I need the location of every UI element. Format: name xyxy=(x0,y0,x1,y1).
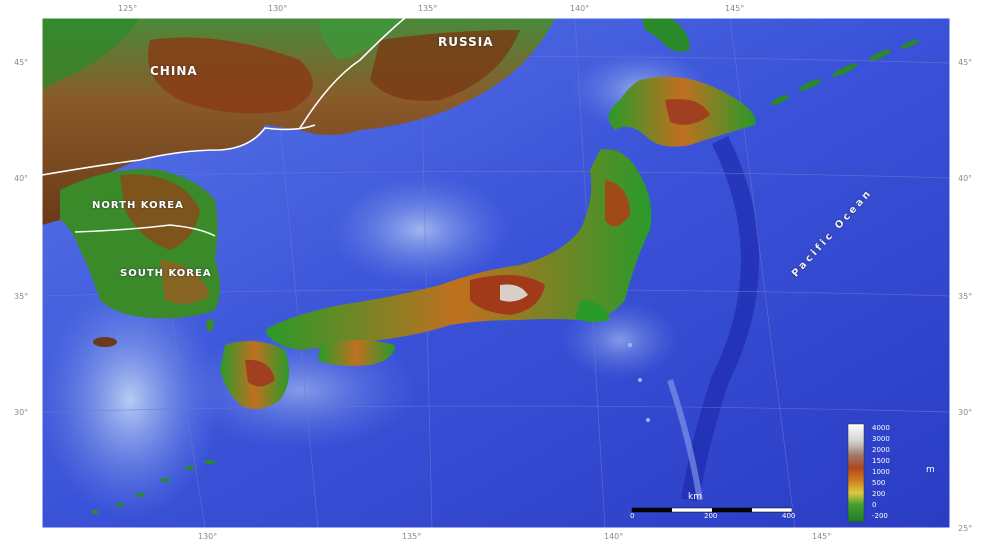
scale-tick: 0 xyxy=(630,512,635,520)
legend-entry: 200 xyxy=(872,490,886,498)
lat-tick-right: 30° xyxy=(958,408,973,417)
lat-tick-left: 30° xyxy=(14,408,29,417)
legend-unit: m xyxy=(926,465,935,475)
ocean-trench xyxy=(681,135,759,502)
mountain-region xyxy=(148,37,313,114)
honshu-island xyxy=(265,149,652,350)
legend-ramp xyxy=(847,423,865,523)
sea-shelf xyxy=(330,175,510,285)
label-north-korea: NORTH KOREA xyxy=(92,200,184,211)
lat-tick-left: 35° xyxy=(14,292,29,301)
peak-region xyxy=(500,284,528,302)
lat-tick-right: 25° xyxy=(958,524,973,533)
lat-tick-left: 45° xyxy=(14,58,29,67)
label-south-korea: SOUTH KOREA xyxy=(120,268,212,279)
legend-entry: 4000 xyxy=(872,424,890,432)
legend-entry: 1500 xyxy=(872,457,890,465)
scale-tick: 200 xyxy=(704,512,718,520)
lon-tick-bottom: 135° xyxy=(402,532,422,541)
scale-label: km xyxy=(688,492,702,502)
mountain-region xyxy=(605,180,630,227)
country-border xyxy=(299,17,406,129)
shikoku-island xyxy=(318,340,395,366)
izu-islands xyxy=(628,343,650,422)
map-border xyxy=(41,17,951,529)
mountain-region xyxy=(160,260,210,304)
legend-entry: -200 xyxy=(872,512,888,520)
ridge-line xyxy=(667,379,703,501)
lon-tick-top: 140° xyxy=(570,4,590,13)
lowland-region xyxy=(42,18,140,90)
lat-tick-right: 40° xyxy=(958,174,973,183)
lat-tick-right: 35° xyxy=(958,292,973,301)
island xyxy=(93,337,117,347)
lowland-region xyxy=(320,20,400,60)
scale-bar: km 0 200 400 xyxy=(628,492,798,526)
lon-tick-bottom: 140° xyxy=(604,532,624,541)
label-china: CHINA xyxy=(150,64,198,78)
lat-tick-right: 45° xyxy=(958,58,973,67)
sea-shelf xyxy=(40,280,220,520)
country-border xyxy=(74,224,216,237)
label-russia: RUSSIA xyxy=(438,35,494,49)
legend-entry: 500 xyxy=(872,479,886,487)
mountain-region xyxy=(370,30,520,101)
lat-tick-left: 40° xyxy=(14,174,29,183)
lon-tick-top: 125° xyxy=(118,4,138,13)
country-border xyxy=(41,124,316,176)
scale-bar-graphic xyxy=(631,507,793,513)
elevation-legend: 4000 3000 2000 1500 1000 500 200 0 -200 … xyxy=(848,424,940,524)
lon-tick-bottom: 145° xyxy=(812,532,832,541)
legend-entry: 0 xyxy=(872,501,877,509)
ryukyu-islands xyxy=(91,460,216,514)
mountain-region xyxy=(120,174,200,250)
lon-tick-top: 145° xyxy=(725,4,745,13)
mountain-region xyxy=(665,99,710,125)
sakhalin-island xyxy=(642,18,690,52)
legend-entry: 1000 xyxy=(872,468,890,476)
mountain-region xyxy=(245,359,275,387)
kuril-islands xyxy=(770,39,920,106)
lowland-region xyxy=(575,300,610,323)
island xyxy=(206,319,214,331)
lon-tick-top: 135° xyxy=(418,4,438,13)
scale-tick: 400 xyxy=(782,512,796,520)
legend-entry: 2000 xyxy=(872,446,890,454)
lon-tick-bottom: 130° xyxy=(198,532,218,541)
lon-tick-top: 130° xyxy=(268,4,288,13)
legend-entry: 3000 xyxy=(872,435,890,443)
